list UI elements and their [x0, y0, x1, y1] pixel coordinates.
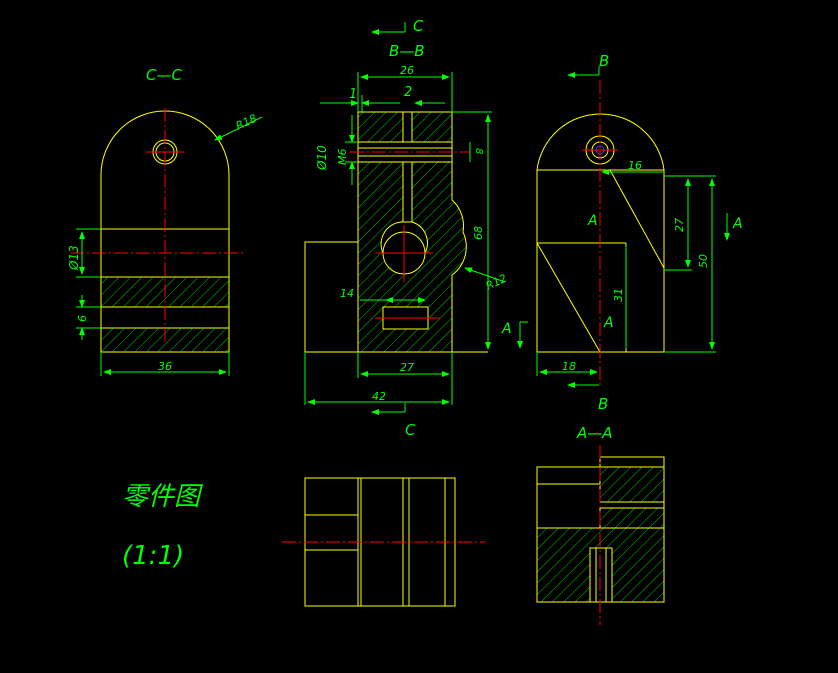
- view-bb-title: B—B: [389, 42, 425, 60]
- c-arrow-top-label: C: [413, 17, 424, 35]
- part-drawing-title: 零件图: [122, 482, 204, 512]
- dim-14: 14: [340, 287, 354, 300]
- dim-m6: M6: [336, 149, 349, 166]
- bb-main-section: [357, 111, 467, 353]
- view-bb: C B—B 26 1 2 Ø10 M6: [304, 17, 509, 439]
- scale-label: (1:1): [122, 541, 184, 571]
- dim-16: 16: [628, 159, 642, 172]
- cc-outline: [100, 110, 230, 353]
- dim-d10: Ø10: [315, 145, 329, 171]
- side-outline: [536, 113, 665, 353]
- dim-8: 8: [473, 148, 484, 154]
- dim-2: 2: [404, 85, 412, 100]
- dim-27-side: 27: [673, 218, 686, 232]
- dim-d13: Ø13: [67, 245, 81, 271]
- view-aa-title: A—A: [576, 424, 613, 442]
- view-cc-title: C—C: [146, 66, 182, 84]
- c-arrow-bottom-label: C: [405, 421, 416, 439]
- aa-hatch-mid: [599, 507, 665, 529]
- dim-50: 50: [697, 254, 710, 268]
- aa-hatch-bottom: [536, 527, 665, 603]
- view-cc: C—C R18 Ø13 6 36: [67, 66, 263, 376]
- a-label-side-right: A: [732, 216, 743, 232]
- dim-1: 1: [349, 87, 357, 102]
- bb-slot-cover: [402, 111, 413, 223]
- dim-68: 68: [472, 226, 485, 240]
- dim-27-bb: 27: [400, 361, 414, 374]
- dim-6: 6: [76, 315, 89, 322]
- a-label-side-lower: A: [603, 315, 614, 331]
- a-label-front: A: [501, 321, 512, 337]
- aa-hatch-top: [599, 466, 665, 503]
- view-side: B 16 27 50 31 18 A A: [501, 52, 743, 413]
- b-arrow-bottom-label: B: [598, 395, 608, 413]
- a-label-side-upper: A: [587, 213, 598, 229]
- dim-18: 18: [562, 360, 576, 373]
- b-arrow-top-label: B: [599, 52, 609, 70]
- dim-31: 31: [612, 288, 625, 302]
- dim-26: 26: [400, 64, 414, 77]
- title-block: 零件图 (1:1): [122, 482, 204, 571]
- dim-36: 36: [158, 360, 172, 373]
- dim-42: 42: [372, 390, 386, 403]
- view-top: [282, 477, 485, 607]
- dim-r18: R18: [234, 112, 259, 133]
- view-aa: A—A: [536, 424, 665, 625]
